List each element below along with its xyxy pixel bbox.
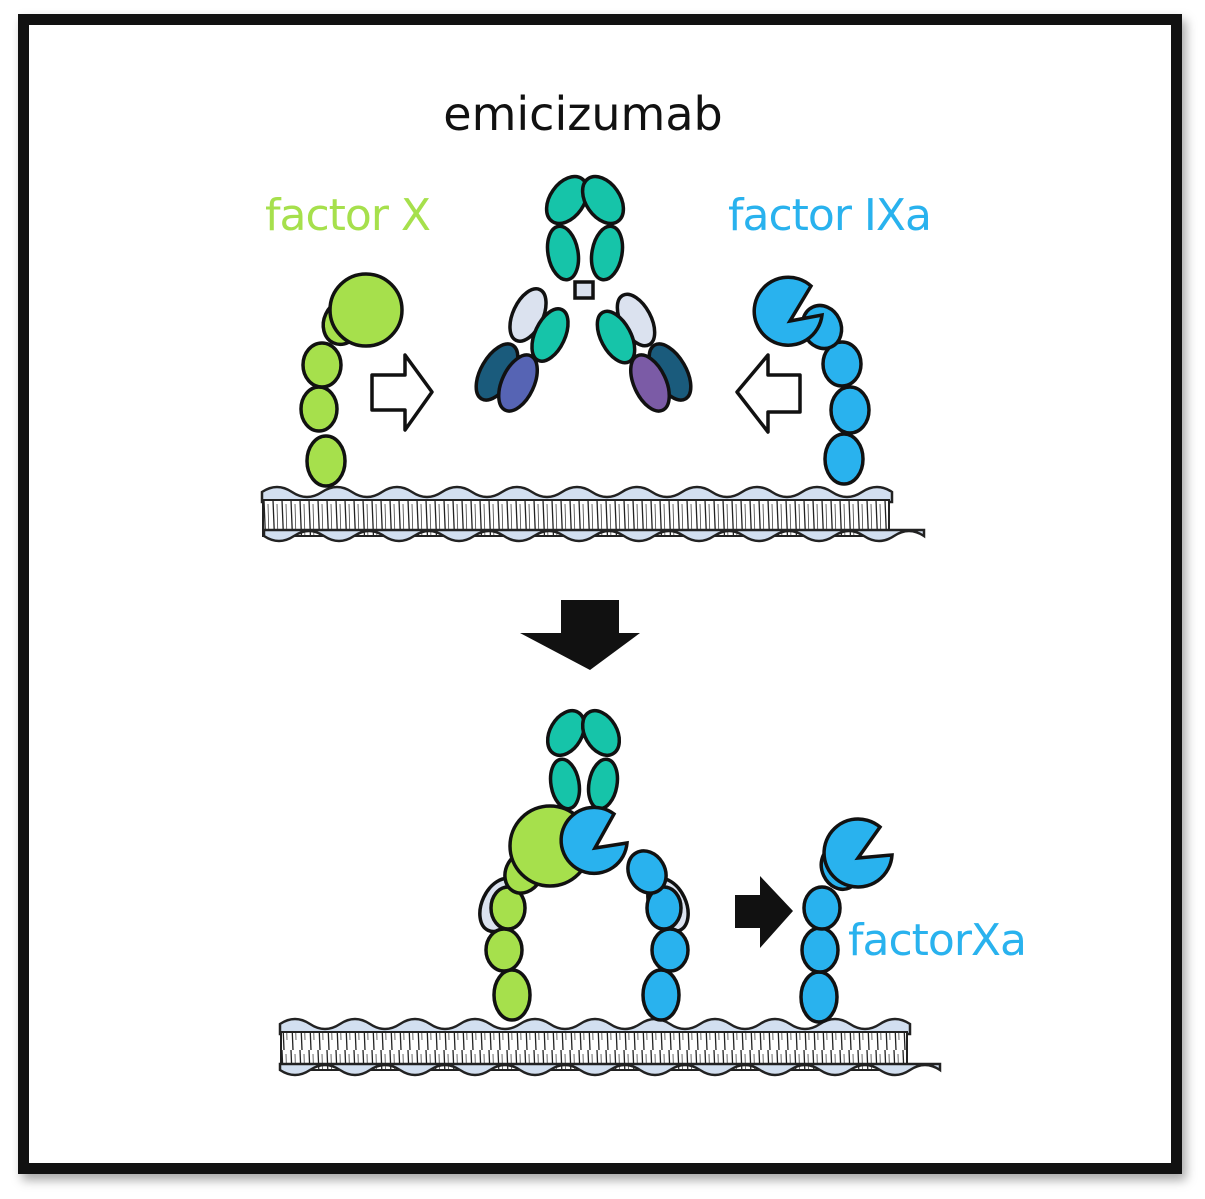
title-emicizumab: emicizumab bbox=[443, 87, 722, 141]
factor-x-molecule bbox=[299, 272, 404, 488]
emicizumab-antibody bbox=[474, 174, 693, 413]
factor-ixa-molecule bbox=[752, 275, 871, 486]
hollow-arrow-left bbox=[735, 353, 802, 434]
label-factor-xa: factorXa bbox=[848, 915, 1026, 966]
label-factor-ixa: factor IXa bbox=[728, 190, 931, 241]
membrane-top bbox=[260, 485, 926, 543]
big-down-arrow bbox=[520, 600, 640, 670]
label-factor-x: factor X bbox=[265, 190, 430, 241]
solid-arrow-right bbox=[735, 876, 793, 948]
hollow-arrow-right bbox=[370, 353, 434, 432]
membrane-bottom bbox=[278, 1017, 942, 1077]
factor-xa-molecule bbox=[799, 817, 894, 1024]
antibody-complex bbox=[478, 708, 690, 1022]
